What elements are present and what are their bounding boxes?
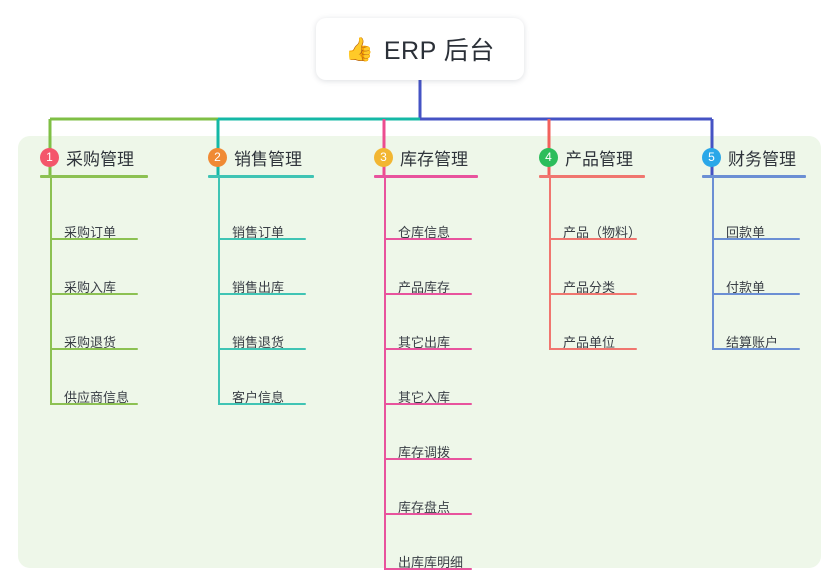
leaf-node-label: 采购退货 [64, 335, 117, 350]
leaf-node-rule [384, 348, 472, 350]
column-spine [218, 177, 220, 405]
leaf-node-rule [384, 403, 472, 405]
column-title: 产品管理 [565, 150, 633, 169]
leaf-node-rule [50, 403, 138, 405]
leaf-node-label: 产品库存 [398, 280, 451, 295]
column-spine [50, 177, 52, 405]
leaf-node-rule [384, 238, 472, 240]
column-index-badge: 3 [374, 148, 393, 167]
leaf-node-rule [712, 238, 800, 240]
leaf-node-rule [549, 348, 637, 350]
leaf-node-rule [218, 238, 306, 240]
column-spine [384, 177, 386, 570]
column-title: 库存管理 [400, 150, 468, 169]
leaf-node-label: 采购入库 [64, 280, 117, 295]
column-header-rule [208, 175, 314, 178]
leaf-node-rule [384, 293, 472, 295]
column-header-rule [40, 175, 148, 178]
leaf-node-label: 产品单位 [563, 335, 616, 350]
leaf-node-label: 库存调拨 [398, 445, 451, 460]
leaf-node-label: 客户信息 [232, 390, 285, 405]
column-header-rule [539, 175, 645, 178]
leaf-node-label: 销售出库 [232, 280, 285, 295]
leaf-node-rule [384, 458, 472, 460]
column-title: 财务管理 [728, 150, 796, 169]
leaf-node-rule [384, 513, 472, 515]
column-header-2[interactable]: 2 销售管理 [208, 145, 302, 170]
leaf-node-rule [218, 293, 306, 295]
leaf-node-rule [712, 348, 800, 350]
leaf-node-rule [384, 568, 472, 570]
leaf-node-rule [218, 348, 306, 350]
column-spine [712, 177, 714, 350]
leaf-node-label: 销售订单 [232, 225, 285, 240]
column-header-5[interactable]: 5 财务管理 [702, 145, 796, 170]
leaf-node-label: 产品（物料） [563, 225, 642, 240]
leaf-node-label: 付款单 [726, 280, 766, 295]
column-header-1[interactable]: 1 采购管理 [40, 145, 134, 170]
thumbs-up-icon: 👍 [345, 35, 374, 62]
column-index-badge: 2 [208, 148, 227, 167]
root-node-title: ERP 后台 [383, 37, 495, 65]
leaf-node-label: 回款单 [726, 225, 766, 240]
column-index-badge: 5 [702, 148, 721, 167]
leaf-node-label: 结算账户 [726, 335, 779, 350]
leaf-node-label: 其它出库 [398, 335, 451, 350]
leaf-node-rule [50, 238, 138, 240]
column-header-rule [702, 175, 806, 178]
leaf-node-label: 出库库明细 [398, 555, 464, 570]
leaf-node-label: 销售退货 [232, 335, 285, 350]
column-header-rule [374, 175, 478, 178]
leaf-node-rule [549, 238, 637, 240]
column-header-4[interactable]: 4 产品管理 [539, 145, 633, 170]
column-spine [549, 177, 551, 350]
leaf-node-label: 产品分类 [563, 280, 616, 295]
leaf-node-rule [218, 403, 306, 405]
column-title: 采购管理 [66, 150, 134, 169]
leaf-node-rule [50, 293, 138, 295]
column-index-badge: 1 [40, 148, 59, 167]
leaf-node-label: 供应商信息 [64, 390, 130, 405]
root-node[interactable]: 👍 ERP 后台 [316, 18, 524, 80]
leaf-node-label: 仓库信息 [398, 225, 451, 240]
leaf-node-rule [50, 348, 138, 350]
leaf-node-rule [712, 293, 800, 295]
leaf-node-rule [549, 293, 637, 295]
leaf-node-label: 采购订单 [64, 225, 117, 240]
column-index-badge: 4 [539, 148, 558, 167]
column-header-3[interactable]: 3 库存管理 [374, 145, 468, 170]
leaf-node-label: 库存盘点 [398, 500, 451, 515]
leaf-node-label: 其它入库 [398, 390, 451, 405]
diagram-panel [18, 136, 821, 568]
column-title: 销售管理 [234, 150, 302, 169]
